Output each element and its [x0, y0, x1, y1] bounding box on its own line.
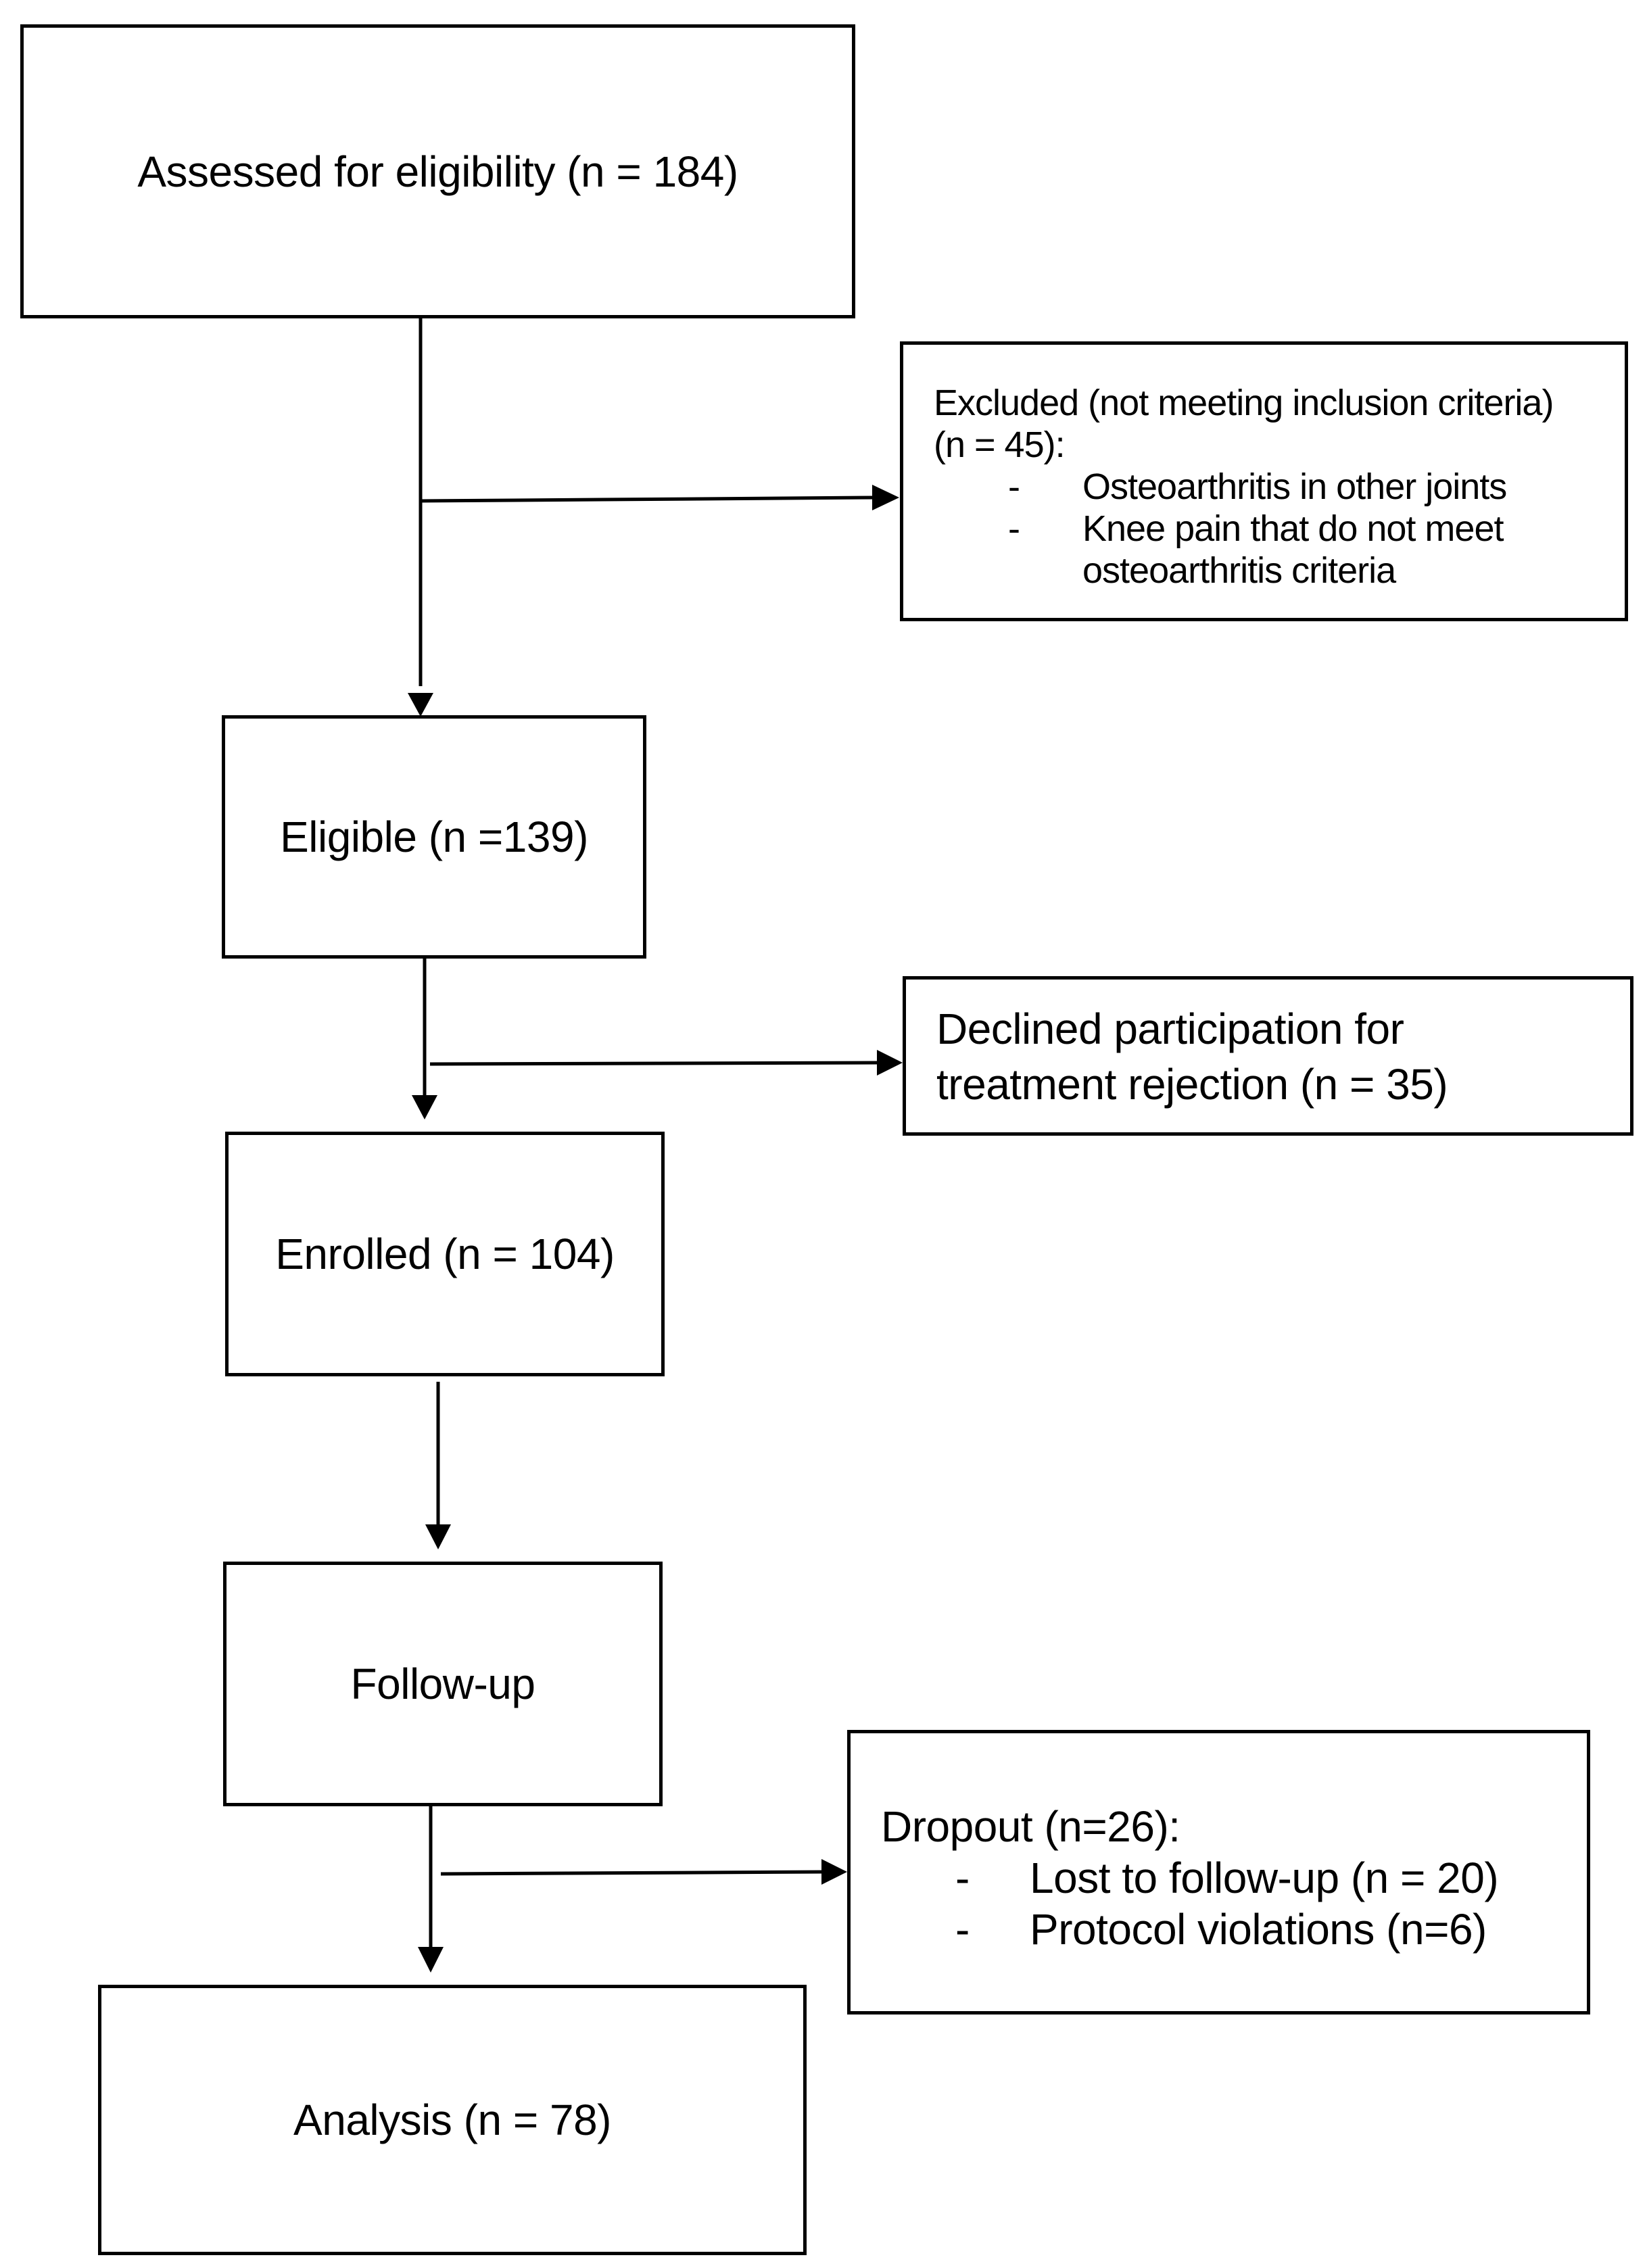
- arrowhead-analysis: [418, 1947, 444, 1973]
- node-declined-line-1: Declined participation for: [936, 1005, 1404, 1053]
- arrowhead-excluded: [872, 485, 899, 510]
- node-excluded-heading-2: (n = 45):: [934, 425, 1066, 465]
- node-enrolled: Enrolled (n = 104): [225, 1132, 665, 1376]
- node-declined: Declined participation for treatment rej…: [903, 976, 1633, 1136]
- node-eligible-label: Eligible (n =139): [280, 813, 588, 861]
- node-dropout-item: - Lost to follow-up (n = 20): [881, 1852, 1499, 1904]
- node-excluded-heading-1: Excluded (not meeting inclusion criteria…: [934, 383, 1554, 423]
- arrowhead-declined: [877, 1050, 903, 1076]
- edge-assessed-excluded: [420, 496, 876, 503]
- node-dropout: Dropout (n=26): - Lost to follow-up (n =…: [847, 1730, 1590, 2014]
- node-eligible: Eligible (n =139): [222, 715, 646, 959]
- arrowhead-enrolled: [412, 1095, 437, 1119]
- bullet-dash: -: [955, 1854, 970, 1902]
- node-excluded-item-text: Osteoarthritis in other joints: [1082, 466, 1507, 507]
- node-analysis: Analysis (n = 78): [98, 1985, 807, 2255]
- bullet-dash: -: [1008, 508, 1020, 549]
- node-followup: Follow-up: [223, 1562, 663, 1806]
- edge-followup-dropout: [440, 1870, 826, 1876]
- node-analysis-label: Analysis (n = 78): [293, 2096, 611, 2144]
- node-declined-line-2: treatment rejection (n = 35): [936, 1060, 1448, 1109]
- node-assessed: Assessed for eligibility (n = 184): [20, 24, 855, 318]
- node-excluded-item-text-2: osteoarthritis criteria: [1082, 550, 1396, 591]
- node-enrolled-label: Enrolled (n = 104): [275, 1230, 615, 1278]
- edge-eligible-declined: [429, 1061, 880, 1066]
- node-dropout-heading: Dropout (n=26):: [881, 1802, 1180, 1851]
- node-excluded-item-continuation: osteoarthritis criteria: [934, 550, 1553, 592]
- arrowhead-followup: [425, 1524, 451, 1549]
- arrowhead-eligible: [408, 693, 433, 717]
- node-followup-label: Follow-up: [350, 1660, 535, 1708]
- node-dropout-item: - Protocol violations (n=6): [881, 1904, 1498, 1955]
- node-excluded: Excluded (not meeting inclusion criteria…: [900, 341, 1628, 621]
- node-dropout-item-text: Lost to follow-up (n = 20): [1030, 1854, 1499, 1902]
- node-excluded-item: - Osteoarthritis in other joints: [934, 466, 1553, 508]
- bullet-dash: -: [1008, 466, 1020, 507]
- node-excluded-item-text: Knee pain that do not meet: [1082, 508, 1504, 549]
- node-assessed-label: Assessed for eligibility (n = 184): [137, 147, 738, 196]
- arrowhead-dropout: [821, 1859, 847, 1885]
- node-excluded-item: - Knee pain that do not meet: [934, 508, 1553, 550]
- bullet-dash: -: [955, 1905, 970, 1954]
- node-dropout-item-text: Protocol violations (n=6): [1030, 1905, 1487, 1954]
